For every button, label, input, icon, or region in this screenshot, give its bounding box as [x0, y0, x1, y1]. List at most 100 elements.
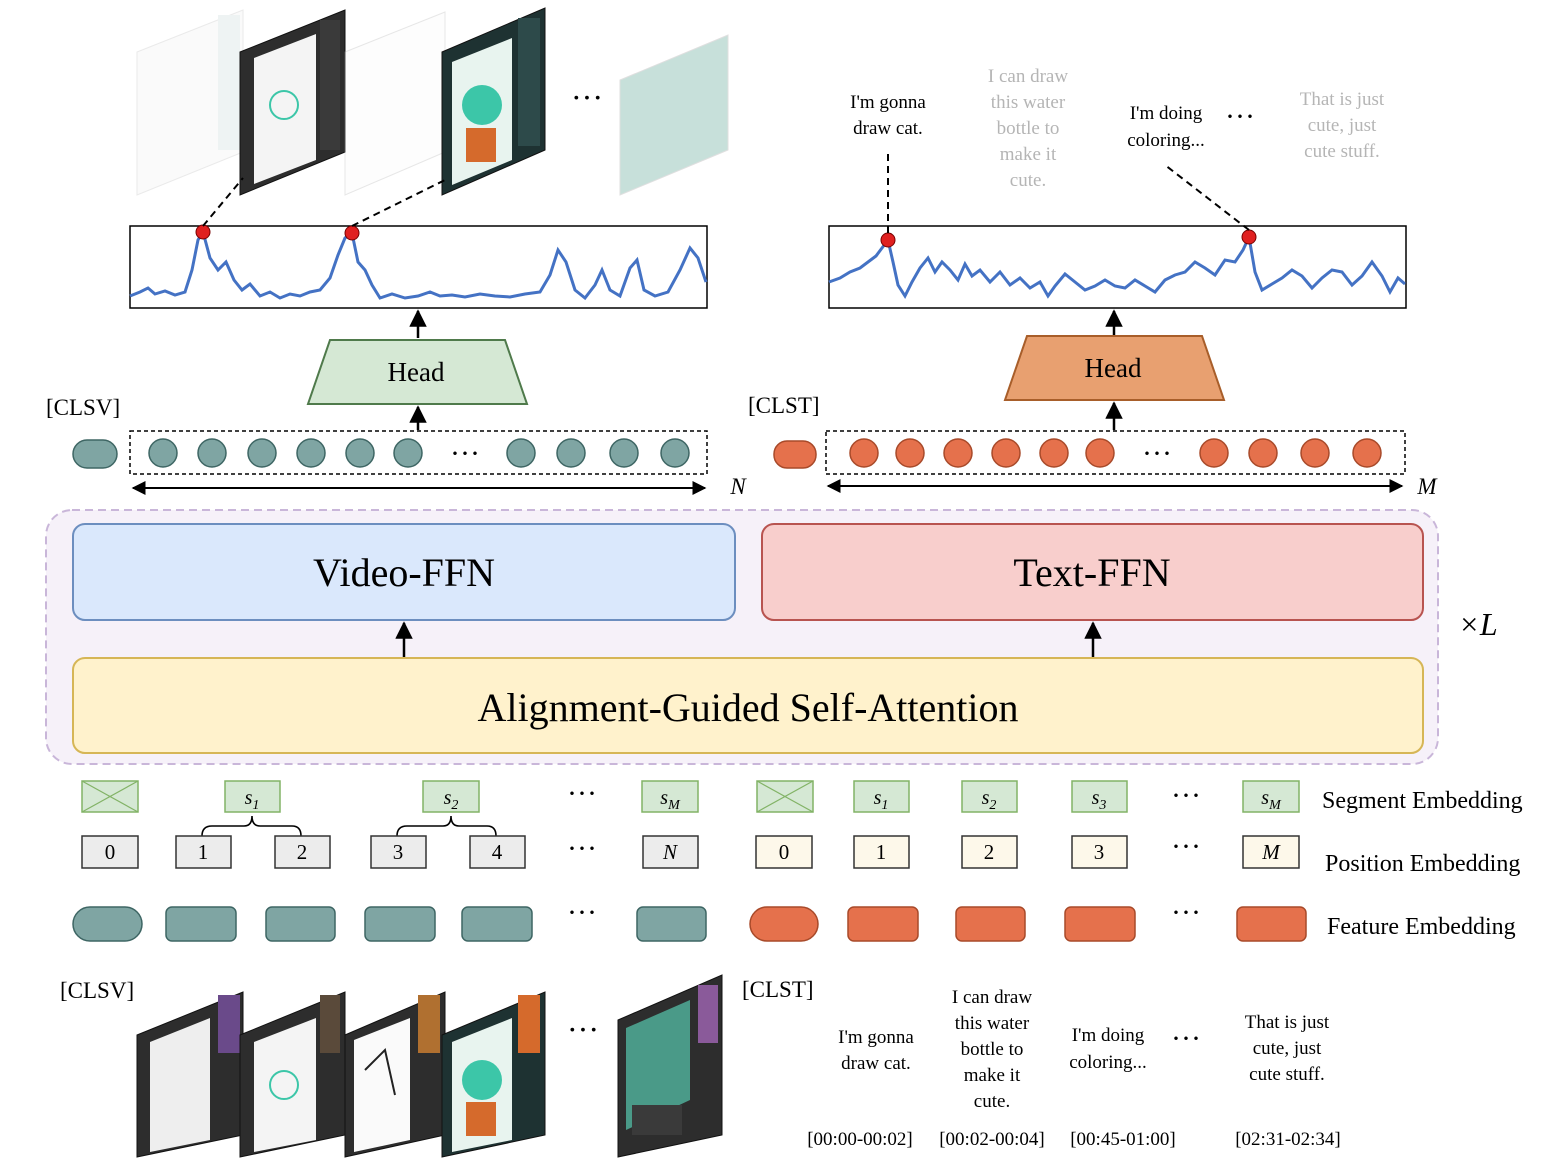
video-frame-faded-2 — [344, 11, 446, 196]
text-feature-token — [1064, 906, 1136, 942]
top-caption-2-line-2: this water — [991, 92, 1066, 113]
input-caption-3: I'm doing coloring... [00:45-01:00] — [1069, 1025, 1176, 1150]
input-caption-3-line-1: I'm doing — [1072, 1025, 1145, 1046]
top-caption-2-line-4: make it — [1000, 144, 1057, 165]
video-position-token — [370, 835, 427, 869]
text-segment-label: s3 — [1092, 787, 1107, 813]
video-head-label: Head — [388, 357, 445, 387]
text-position-label: M — [1261, 840, 1281, 864]
input-video-frame — [239, 991, 346, 1158]
clst-feature-token — [749, 906, 819, 942]
text-position-token — [1071, 835, 1128, 869]
top-caption-1-line-1: I'm gonna — [850, 92, 926, 113]
cross-mark-icon — [81, 780, 139, 813]
video-ffn-block — [72, 523, 736, 621]
video-output-token — [247, 438, 277, 468]
position-embedding-row: 0 1 2 3 4 ··· N 0 1 2 3 ··· M Position E… — [81, 830, 1520, 877]
video-position-token — [642, 835, 699, 869]
input-caption-4-line-2: cute, just — [1253, 1038, 1322, 1059]
input-frames-ellipsis: ··· — [567, 1011, 599, 1047]
input-caption-3-line-2: coloring... — [1069, 1052, 1147, 1073]
video-output-token — [296, 438, 326, 468]
clsv-feature-token — [72, 906, 143, 942]
video-output-token — [506, 438, 536, 468]
text-output-token — [1300, 438, 1330, 468]
video-frame-faded-3 — [619, 34, 729, 196]
segment-brace-1 — [201, 815, 302, 837]
text-feature-ellipsis: ··· — [1171, 896, 1201, 929]
text-output-token-box — [825, 430, 1406, 475]
video-feature-token — [265, 906, 336, 942]
text-segment-label: s1 — [874, 787, 889, 813]
text-segment-token — [1242, 780, 1300, 813]
video-segment-token — [641, 780, 699, 813]
input-caption-4-line-1: That is just — [1245, 1012, 1330, 1033]
text-output-token — [1248, 438, 1278, 468]
video-output-token — [556, 438, 586, 468]
position-embedding-label: Position Embedding — [1325, 851, 1520, 877]
video-position-token — [469, 835, 526, 869]
input-caption-4-line-3: cute stuff. — [1249, 1064, 1325, 1085]
input-caption-2-time: [00:02-00:04] — [939, 1129, 1045, 1150]
clsv-output-label: [CLSV] — [46, 395, 120, 420]
video-feature-ellipsis: ··· — [567, 896, 597, 929]
video-segment-token — [422, 780, 480, 813]
video-output-token — [197, 438, 227, 468]
video-length-label: N — [729, 474, 747, 499]
segment-embedding-row: s1 s2 ··· sM s1 s2 s3 ··· sM Segment Emb… — [81, 777, 1523, 837]
video-peak-marker-1 — [195, 224, 211, 240]
input-video-frames: ··· — [136, 974, 723, 1158]
input-caption-2-line-5: cute. — [974, 1091, 1010, 1112]
video-peak-marker-2 — [344, 225, 360, 241]
text-length-label: M — [1416, 474, 1438, 499]
text-peak-marker-2 — [1241, 229, 1257, 245]
video-output-ellipsis: ··· — [450, 437, 480, 470]
video-feature-token — [165, 906, 237, 942]
video-frame-keyframe-2 — [441, 7, 546, 196]
video-head — [306, 339, 529, 405]
input-video-frame — [617, 974, 723, 1158]
alignment-guided-self-attention-block — [72, 657, 1424, 754]
video-output-token — [609, 438, 639, 468]
text-output-token — [943, 438, 973, 468]
text-feature-token — [1236, 906, 1307, 942]
text-output-token — [1352, 438, 1382, 468]
clst-output-label: [CLST] — [748, 393, 820, 418]
video-output-token — [660, 438, 690, 468]
video-frame-faded-1 — [136, 9, 244, 196]
text-position-token — [755, 835, 813, 869]
video-position-token — [274, 835, 331, 869]
layer-repeat-label: ×L — [1458, 606, 1497, 642]
text-ffn-block — [761, 523, 1424, 621]
video-peak-link-1 — [202, 177, 244, 227]
input-caption-2-line-4: make it — [964, 1065, 1021, 1086]
input-caption-2-line-2: this water — [955, 1013, 1030, 1034]
text-output-token — [895, 438, 925, 468]
text-output-token — [849, 438, 879, 468]
text-position-label: 1 — [876, 840, 887, 864]
text-score-plot — [828, 225, 1407, 309]
video-position-label: 3 — [393, 840, 404, 864]
clst-output-token — [773, 440, 817, 469]
input-captions: I'm gonna draw cat. [00:00-00:02] I can … — [807, 987, 1341, 1150]
input-video-frame — [344, 991, 446, 1158]
text-peak-link-2 — [1164, 164, 1250, 231]
video-segment-token — [224, 780, 281, 813]
video-feature-token — [364, 906, 436, 942]
top-caption-4-line-1: That is just — [1300, 89, 1385, 110]
text-segment-token — [1071, 780, 1128, 813]
video-position-label: 1 — [198, 840, 209, 864]
segment-brace-2 — [396, 815, 497, 837]
input-caption-1-line-2: draw cat. — [841, 1053, 911, 1074]
input-video-frame — [136, 991, 244, 1158]
text-feature-token — [847, 906, 919, 942]
text-position-label: 0 — [779, 840, 790, 864]
text-output-token — [1085, 438, 1115, 468]
video-output-token — [345, 438, 375, 468]
text-position-token — [853, 835, 910, 869]
input-caption-4-time: [02:31-02:34] — [1235, 1129, 1341, 1150]
input-caption-1-time: [00:00-00:02] — [807, 1129, 913, 1150]
input-caption-4: That is just cute, just cute stuff. [02:… — [1235, 1012, 1341, 1150]
attention-label: Alignment-Guided Self-Attention — [477, 685, 1018, 730]
